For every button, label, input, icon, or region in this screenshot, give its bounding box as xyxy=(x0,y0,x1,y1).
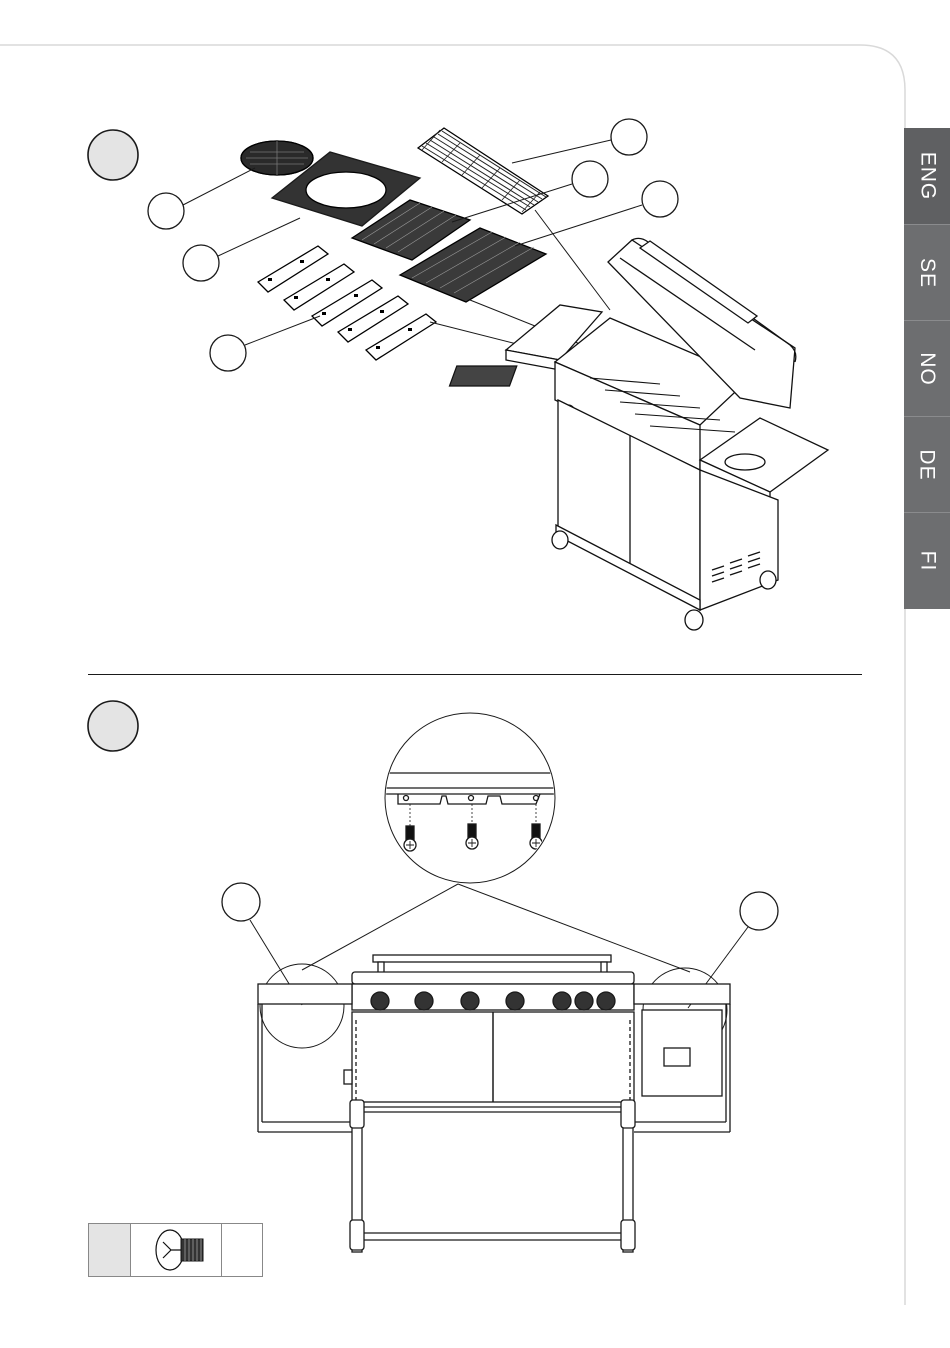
callout-flame-tamers xyxy=(210,335,246,371)
screw-middle xyxy=(466,824,478,849)
callout-left-shelf xyxy=(222,883,260,921)
detail-magnifier xyxy=(380,713,560,883)
step-2-circle xyxy=(88,701,138,751)
step-2-diagram xyxy=(0,680,950,1300)
section-divider xyxy=(88,674,862,675)
parts-image-cell xyxy=(131,1224,222,1276)
grill-front-view xyxy=(258,955,730,1252)
callout-round-grate xyxy=(148,193,184,229)
callout-grate-left xyxy=(572,161,608,197)
grill-cart xyxy=(450,238,828,630)
warming-rack xyxy=(418,128,548,214)
screw-icon xyxy=(131,1224,222,1276)
callout-ring-grate xyxy=(183,245,219,281)
parts-code-cell xyxy=(222,1224,262,1276)
screw-left xyxy=(404,826,416,851)
callout-grate-right xyxy=(642,181,678,217)
step-1-diagram xyxy=(0,0,950,680)
parts-quantity-cell xyxy=(89,1224,131,1276)
flame-tamers xyxy=(258,246,436,360)
callout-warming-rack xyxy=(611,119,647,155)
parts-table xyxy=(88,1223,263,1277)
step-1-circle xyxy=(88,130,138,180)
callout-right-shelf xyxy=(740,892,778,930)
